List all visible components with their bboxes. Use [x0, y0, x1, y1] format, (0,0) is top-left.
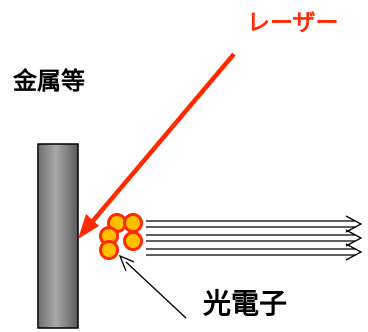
metal-label: 金属等 [13, 67, 85, 95]
photoelectron [123, 231, 143, 251]
electron-trail [146, 243, 363, 261]
photoelectron-cluster [99, 213, 143, 260]
metal-plate [37, 143, 79, 329]
electron-trail [146, 215, 363, 233]
photoelectron-label: 光電子 [203, 287, 288, 320]
laser-label: レーザー [247, 10, 339, 36]
photoelectron-pointer [118, 254, 187, 319]
electron-trails [146, 215, 363, 261]
photoelectron [99, 240, 119, 260]
photoelectron [123, 213, 143, 233]
laser-arrow [78, 52, 236, 239]
electron-trail [146, 229, 363, 247]
